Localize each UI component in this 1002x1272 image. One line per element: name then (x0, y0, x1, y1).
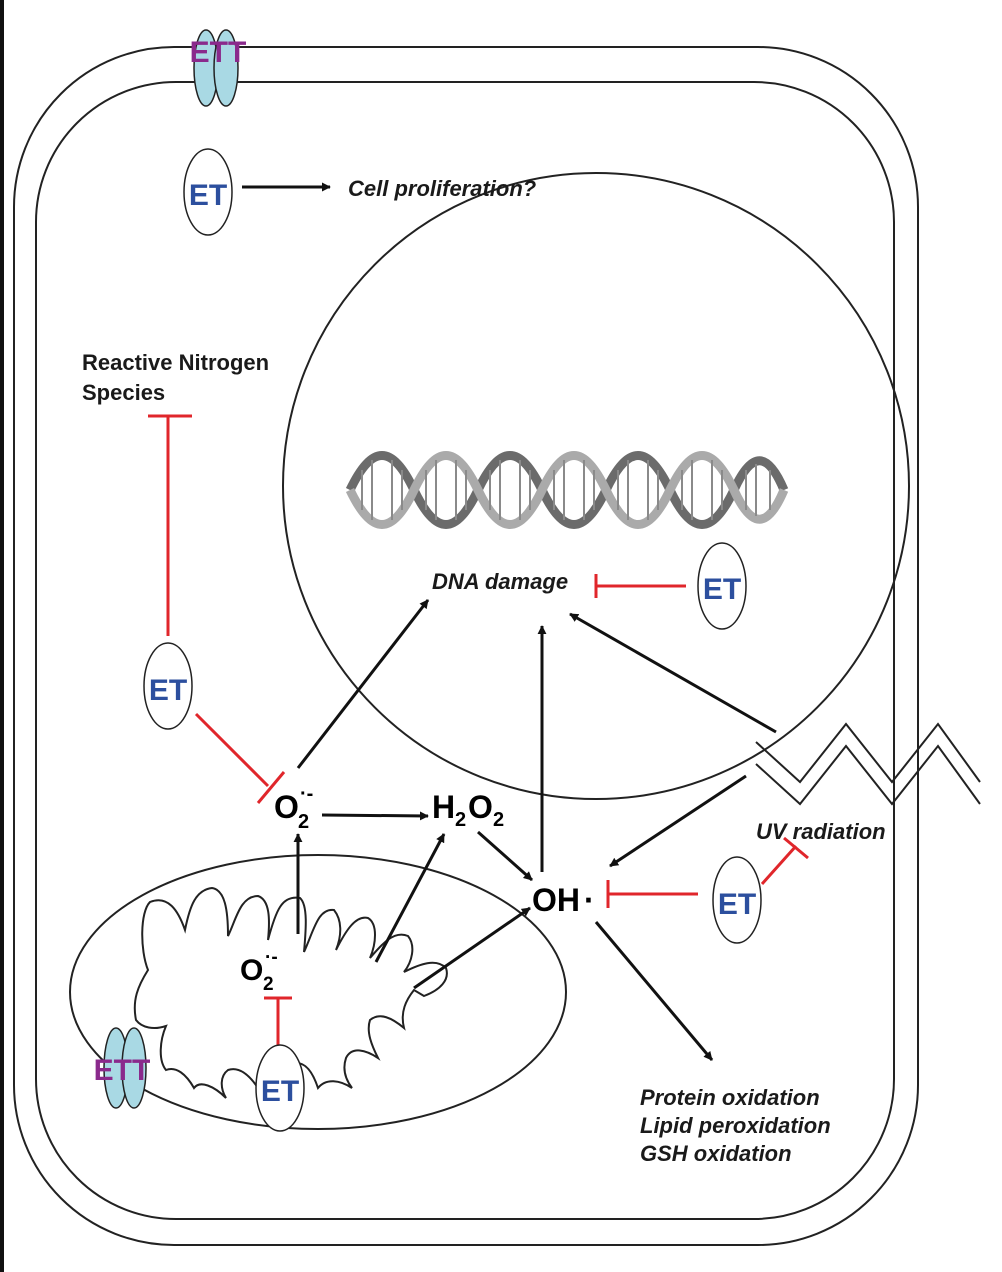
et-hydroxyl-scavenger: ET (712, 856, 762, 944)
svg-text:2: 2 (455, 809, 466, 831)
svg-text:ET: ET (718, 888, 756, 921)
svg-text:ET: ET (189, 179, 227, 212)
et-cytoplasm-proliferation: ET (183, 148, 233, 236)
arrow-superoxide-to-peroxide (321, 811, 429, 821)
gsh-oxidation-label: GSH oxidation (640, 1141, 792, 1166)
protein-oxidation-label: Protein oxidation (640, 1085, 820, 1110)
outer-cell-membrane (13, 46, 919, 1246)
svg-text:ET: ET (149, 674, 187, 707)
mitochondrion-outer-membrane (69, 854, 567, 1130)
svg-text:O: O (240, 954, 263, 987)
hydroxyl-radical: OH · (532, 882, 595, 918)
arrow-mito-to-peroxide (374, 833, 446, 963)
arrow-peroxide-to-hydroxyl (477, 830, 533, 882)
arrow-mito-to-hydroxyl (413, 906, 531, 990)
svg-text:·-: ·- (265, 947, 278, 968)
arrow-hydroxyl-to-damage (594, 921, 714, 1061)
rns-label-line2: Species (82, 380, 165, 405)
svg-text:H: H (432, 789, 455, 825)
arrow-superoxide-to-dna (296, 599, 430, 769)
svg-text:O: O (274, 789, 299, 825)
dna-helix-image (345, 451, 789, 529)
svg-text:2: 2 (298, 811, 309, 833)
activation-arrows (242, 182, 777, 1061)
hydrogen-peroxide: H 2 O 2 (432, 789, 504, 831)
ett-transporter-mitochondrion: ETT (94, 1027, 151, 1109)
svg-text:2: 2 (263, 974, 274, 995)
svg-text:·: · (584, 882, 595, 918)
et-nucleus-dna: ET (697, 542, 747, 630)
image-left-edge (0, 0, 4, 1272)
arrow-uv-to-hydroxyl (609, 774, 747, 868)
mitochondrion-cristae (133, 886, 448, 1099)
arrow-uv-to-dna (569, 612, 777, 734)
svg-text:·-: ·- (300, 783, 313, 805)
lipid-peroxidation-label: Lipid peroxidation (640, 1113, 831, 1138)
svg-text:ET: ET (261, 1075, 299, 1108)
ett-label-mito: ETT (94, 1054, 151, 1087)
rns-label-line1: Reactive Nitrogen (82, 350, 269, 375)
nucleus (282, 172, 910, 800)
ett-transporter-plasma-membrane: ETT (190, 29, 247, 107)
superoxide-mitochondrion: O 2 ·- (240, 947, 278, 995)
superoxide-cytoplasm: O 2 ·- (274, 783, 313, 833)
svg-text:2: 2 (493, 809, 504, 831)
uv-radiation-waves (755, 722, 981, 806)
inhibition-lines (148, 414, 809, 1052)
et-rns-scavenger: ET (143, 642, 193, 730)
svg-text:O: O (468, 789, 493, 825)
cell-proliferation-label: Cell proliferation? (348, 176, 536, 201)
dna-damage-label: DNA damage (432, 569, 568, 594)
uv-radiation-label: UV radiation (756, 819, 886, 844)
inner-cell-membrane (35, 81, 895, 1220)
svg-text:OH: OH (532, 882, 580, 918)
svg-text:ET: ET (703, 573, 741, 606)
ett-label-top: ETT (190, 36, 247, 69)
et-mitochondrion: ET (255, 1044, 305, 1132)
